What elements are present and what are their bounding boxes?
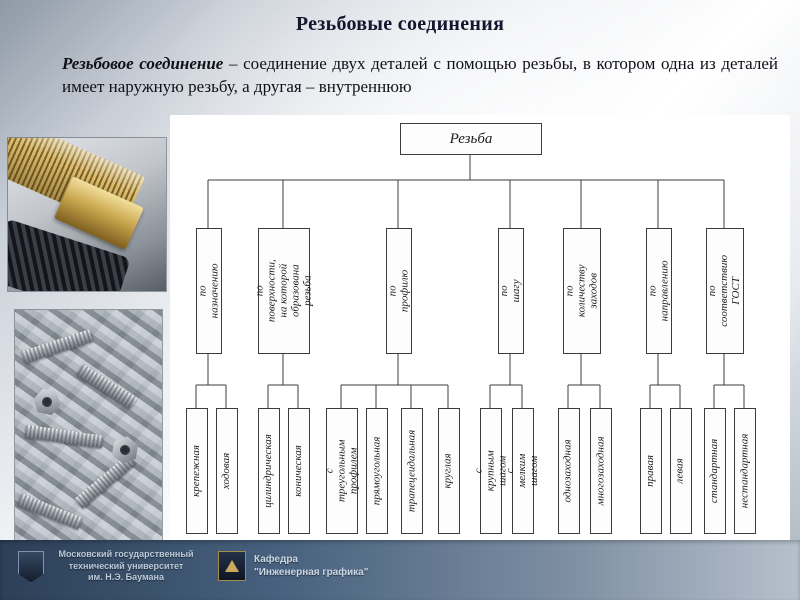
leaf-node: цилиндрическая — [258, 408, 280, 534]
leaf-node: коническая — [288, 408, 310, 534]
leaf-label: правая — [644, 455, 657, 487]
diagram-root-node: Резьба — [400, 123, 542, 155]
slide-title: Резьбовые соединения — [295, 13, 505, 35]
department-block: Кафедра "Инженерная графика" — [218, 551, 368, 581]
body-lead-term: Резьбовое соединение — [62, 54, 224, 73]
leaf-label: прямоугольная — [370, 436, 383, 506]
hex-nut — [31, 387, 63, 416]
university-name: Московский государственный технический у… — [58, 549, 194, 583]
leaf-label: цилиндрическая — [262, 434, 275, 508]
leaf-label: круглая — [442, 453, 455, 489]
leaf-label: с треугольным профилем — [323, 439, 359, 503]
leaf-node: с крупным шагом — [472, 408, 508, 534]
branch-label: по назначению — [196, 263, 220, 319]
footer-bar: Московский государственный технический у… — [0, 540, 800, 600]
leaf-label: однозаходная — [562, 439, 575, 503]
university-block: Московский государственный технический у… — [18, 549, 201, 584]
branch-direction: по направлению — [646, 228, 672, 354]
branch-label: по направлению — [646, 260, 670, 322]
leaf-node: с мелким шагом — [504, 408, 540, 534]
leaf-node: с треугольным профилем — [323, 408, 359, 534]
compass-icon — [225, 560, 239, 572]
branch-label: по количеству заходов — [563, 264, 599, 318]
branch-label: по поверхности, на которой образована ре… — [253, 259, 313, 323]
leaf-node: прямоугольная — [366, 408, 388, 534]
department-logo — [218, 551, 246, 581]
leaf-node: ходовая — [216, 408, 238, 534]
body-text: Резьбовое соединение – соединение двух д… — [62, 52, 778, 99]
branch-purpose: по назначению — [196, 228, 222, 354]
bolt — [24, 424, 104, 449]
diagram-root-label: Резьба — [449, 130, 493, 147]
photo-bolts-and-nuts — [15, 310, 162, 540]
leaf-label: левая — [674, 458, 687, 484]
leaf-label: крепежная — [190, 445, 203, 497]
body-definition: – соединение двух деталей с помощью резь… — [62, 54, 778, 97]
connector-lines — [195, 153, 745, 408]
leaf-label: нестандартная — [738, 433, 751, 509]
bolt — [74, 454, 136, 509]
photo-threaded-fittings — [8, 138, 166, 291]
leaf-label: с мелким шагом — [504, 453, 540, 489]
branch-label: по шагу — [498, 279, 522, 303]
diagram-panel: Резьба по назначению по поверхности, на … — [170, 115, 790, 545]
leaf-node: круглая — [438, 408, 460, 534]
bolt — [16, 493, 84, 530]
leaf-label: коническая — [292, 445, 305, 497]
leaf-node: многозаходная — [590, 408, 612, 534]
department-name: Кафедра "Инженерная графика" — [254, 553, 369, 579]
branch-starts: по количеству заходов — [563, 228, 601, 354]
bolt — [76, 364, 138, 409]
nut-hole — [119, 444, 132, 457]
branch-label: по профилю — [386, 269, 410, 313]
leaf-node: крепежная — [186, 408, 208, 534]
branch-pitch: по шагу — [498, 228, 524, 354]
leaf-node: трапецеидальная — [401, 408, 423, 534]
hex-nut — [108, 434, 143, 466]
leaf-label: ходовая — [220, 452, 233, 490]
bolt — [20, 329, 94, 364]
leaf-node: стандартная — [704, 408, 726, 534]
branch-profile: по профилю — [386, 228, 412, 354]
leaf-label: многозаходная — [594, 436, 607, 506]
branch-surface: по поверхности, на которой образована ре… — [253, 228, 313, 354]
leaf-label: трапецеидальная — [405, 429, 418, 513]
branch-gost: по соответствию ГОСТ — [706, 228, 744, 354]
branch-label: по соответствию ГОСТ — [706, 255, 742, 327]
leaf-label: стандартная — [708, 438, 721, 504]
leaf-node: однозаходная — [558, 408, 580, 534]
nut-hole — [41, 396, 53, 408]
university-logo — [18, 550, 44, 583]
leaf-node: левая — [670, 408, 692, 534]
leaf-node: нестандартная — [734, 408, 756, 534]
leaf-node: правая — [640, 408, 662, 534]
